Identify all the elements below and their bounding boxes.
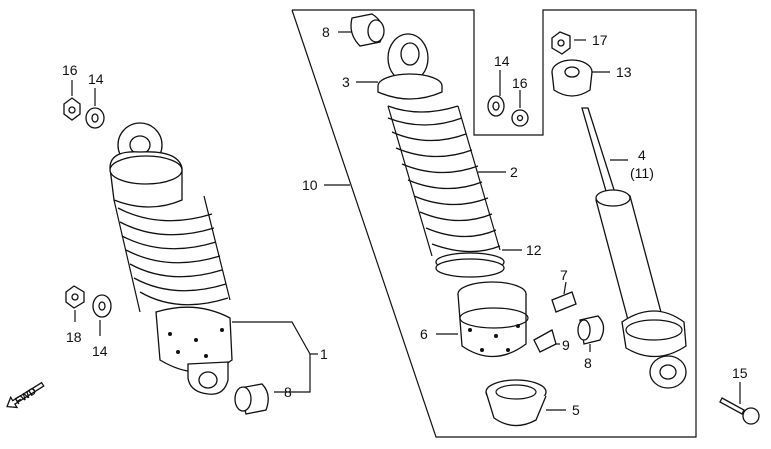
label-15: 15	[732, 365, 748, 381]
arrow-icon	[6, 381, 45, 409]
spring-seat-icon	[377, 33, 443, 100]
label-1: 1	[320, 346, 328, 362]
washer-icon	[92, 294, 112, 318]
label-3: 3	[342, 74, 350, 90]
label-9: 9	[562, 337, 570, 353]
label-14-mid: 14	[494, 53, 510, 69]
label-7: 7	[560, 267, 568, 283]
label-4: 4	[638, 147, 646, 163]
nut-icon	[65, 285, 85, 309]
bushing-icon	[350, 13, 385, 47]
bolt-icon	[719, 397, 760, 425]
label-6: 6	[420, 326, 428, 342]
collar-icon	[551, 291, 577, 313]
cap-icon	[457, 281, 529, 358]
damper-icon	[581, 107, 687, 389]
washer-icon	[487, 95, 505, 117]
shock-absorber-icon	[109, 122, 233, 395]
nut-icon	[511, 109, 529, 127]
label-8-right: 8	[584, 355, 592, 371]
spring-icon	[387, 105, 501, 257]
label-11: (11)	[630, 165, 654, 181]
label-13: 13	[616, 64, 632, 80]
label-17: 17	[592, 32, 608, 48]
label-16-mid: 16	[512, 75, 528, 91]
nut-icon	[551, 31, 571, 55]
label-5: 5	[572, 402, 580, 418]
label-12: 12	[526, 242, 542, 258]
label-8-left: 8	[284, 384, 292, 400]
label-18: 18	[66, 329, 82, 345]
label-14-bottom: 14	[92, 343, 108, 359]
assembly-outline	[291, 9, 697, 438]
bushing-icon	[234, 383, 269, 415]
label-14-top: 14	[88, 71, 104, 87]
bushing-icon	[577, 315, 605, 345]
label-2: 2	[510, 164, 518, 180]
clip-icon	[533, 329, 557, 353]
label-16-top: 16	[62, 62, 78, 78]
washer-icon	[85, 107, 105, 129]
label-10: 10	[302, 177, 318, 193]
label-8-top: 8	[322, 24, 330, 40]
stopper-rubber-icon	[435, 252, 505, 278]
spring-seat-icon	[485, 379, 547, 427]
stopper-rubber-icon	[551, 59, 593, 97]
nut-icon	[63, 97, 81, 121]
